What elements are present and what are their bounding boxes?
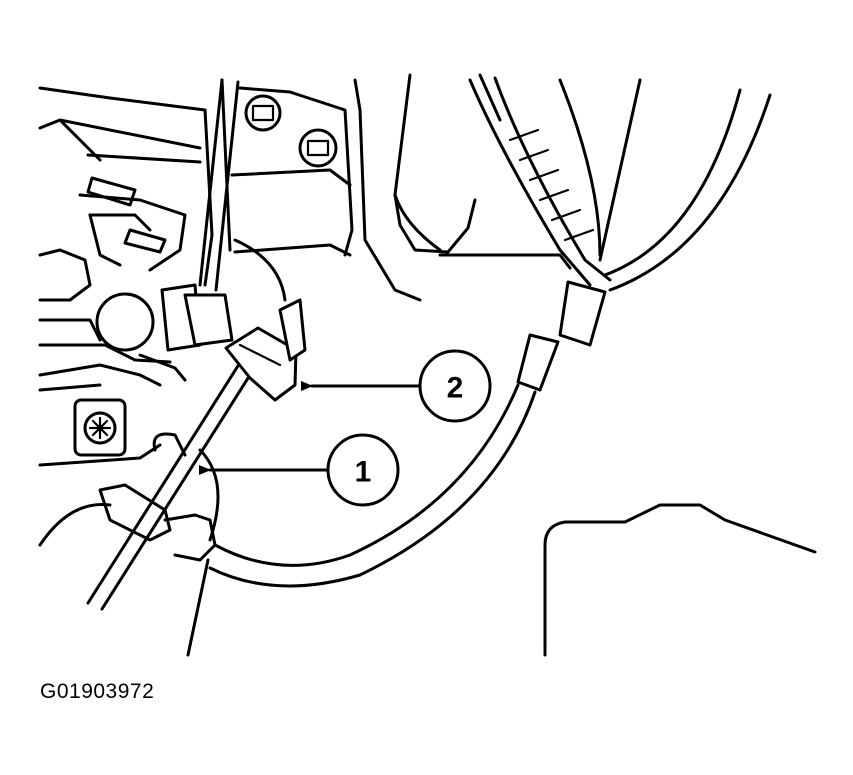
callout-2: 2 bbox=[301, 349, 492, 423]
latch-mechanism bbox=[38, 176, 234, 547]
vertical-rod bbox=[198, 78, 240, 292]
callout-1: 1 bbox=[199, 433, 400, 507]
upper-housing bbox=[38, 73, 572, 302]
lower-right-panel bbox=[543, 503, 817, 657]
control-cable bbox=[86, 348, 264, 611]
lower-bracket bbox=[98, 238, 287, 657]
callout-1-label: 1 bbox=[355, 456, 372, 489]
figure-id: G01903972 bbox=[40, 680, 155, 703]
bolt-icon bbox=[298, 128, 338, 168]
bolt-icon bbox=[73, 398, 127, 457]
callout-2-label: 2 bbox=[447, 372, 464, 405]
cable-clip bbox=[224, 298, 307, 402]
wire-harness bbox=[208, 73, 772, 588]
bolt-icon bbox=[244, 94, 282, 132]
